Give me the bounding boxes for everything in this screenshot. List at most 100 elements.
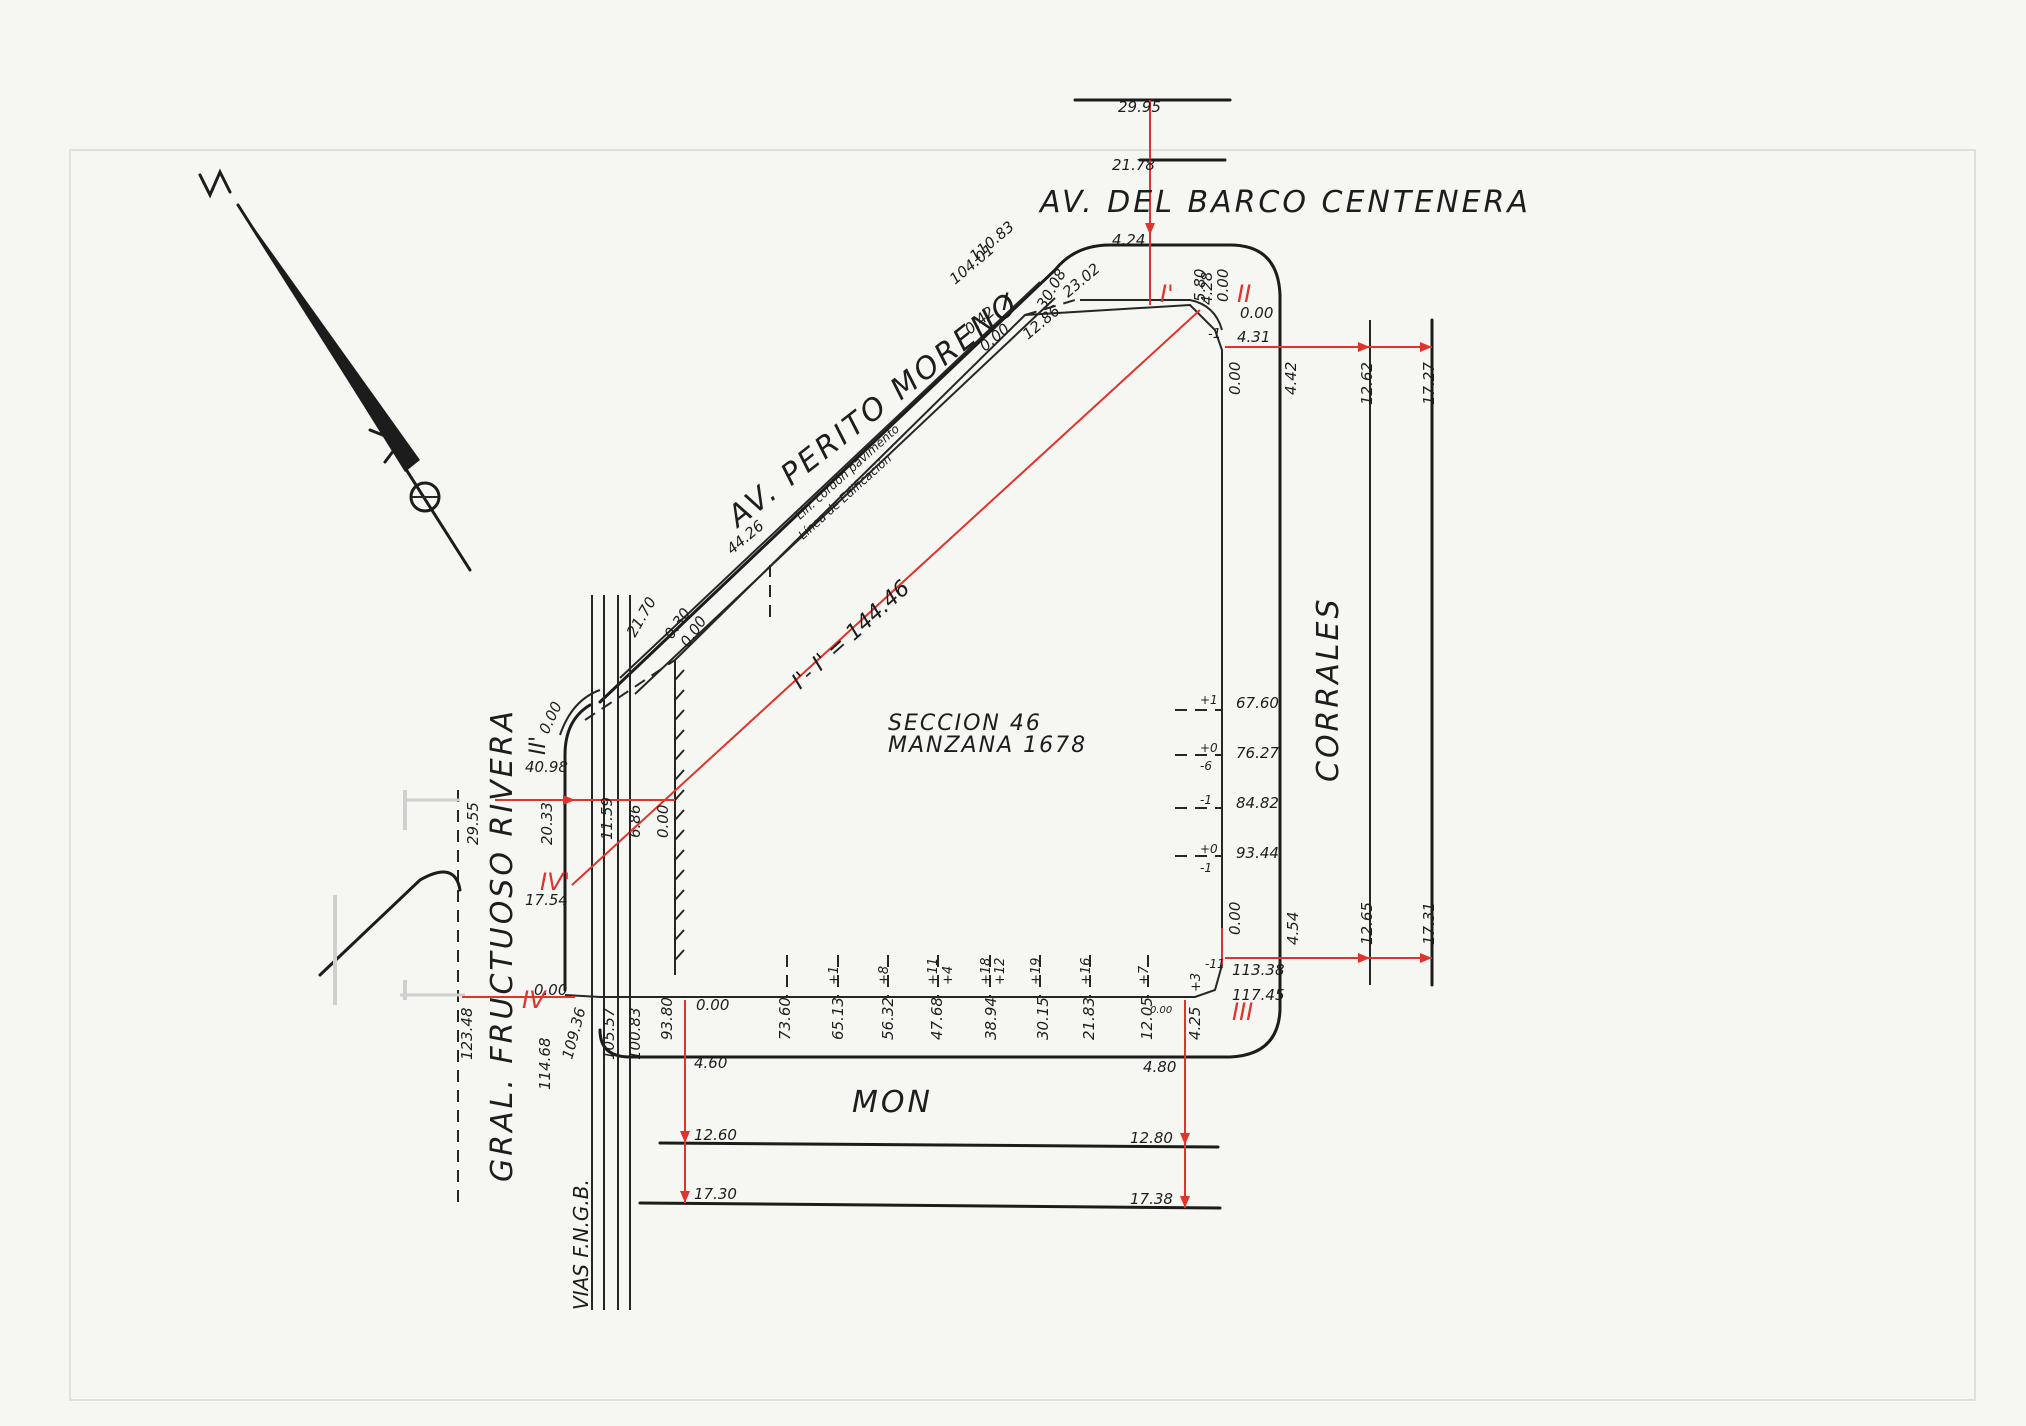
left-street-lines: [318, 790, 465, 1210]
tick-p8: +8: [877, 966, 892, 985]
dim-b-1260: 12.60: [694, 1126, 737, 1144]
tick-p18: +18: [979, 958, 994, 985]
tick-p7: +7: [1137, 965, 1152, 985]
north-arrow-icon: [198, 168, 472, 572]
dim-r-8482: 84.82: [1236, 794, 1279, 812]
dim-l-686: 6.86: [626, 805, 644, 838]
dim-l-2955: 29.55: [464, 802, 482, 845]
tick-p4: +4: [941, 966, 956, 985]
dim-b-425: 4.25: [1186, 1007, 1204, 1040]
dim-l-10557: 105.57: [600, 1007, 618, 1060]
tick-p1: +1: [827, 966, 842, 985]
dim-b-460: 4.60: [694, 1054, 727, 1072]
diagonal-measure-label: I'- I' = 144.46: [787, 576, 915, 695]
right-dims: 0.00 4.42 12.62 17.27 67.60 76.27 84.82 …: [1226, 362, 1438, 1004]
bottom-ticks: +1 +8 +11 +4 +18 +12 +19 +16 +7 +3 -1: [786, 327, 1221, 997]
point-label-iii: III: [1232, 998, 1253, 1026]
dim-l-2033: 20.33: [538, 802, 556, 845]
dim-top-2178: 21.78: [1112, 156, 1155, 174]
street-label-barco-centenera: AV. DEL BARCO CENTENERA: [1038, 185, 1531, 220]
tick-p16: +16: [1079, 958, 1094, 985]
tick-p19: +19: [1029, 958, 1044, 985]
dim-r-1731: 17.31: [1420, 902, 1438, 945]
dim-l-4098: 40.98: [525, 758, 568, 776]
dim-r-6760: 67.60: [1236, 694, 1279, 712]
dim-b-1738: 17.38: [1130, 1190, 1173, 1208]
dim-b-4768: 47.68: [928, 997, 946, 1040]
right-street-lines: [1369, 318, 1434, 987]
tick-p11: +11: [926, 958, 941, 985]
tick-r-m1: -1: [1200, 793, 1212, 807]
street-label-corrales: CORRALES: [1311, 597, 1346, 782]
dim-b-1730: 17.30: [694, 1185, 737, 1203]
dim-r-7627: 76.27: [1236, 744, 1279, 762]
dim-b-3894: 38.94: [982, 997, 1000, 1040]
dim-2170: 21.70: [623, 594, 660, 640]
railway-tracks: [591, 595, 631, 1310]
dim-b-3015: 30.15: [1034, 997, 1052, 1040]
tick-r-p0b: +0: [1200, 842, 1218, 856]
dim-b-6513: 65.13: [829, 997, 847, 1040]
dim-580: 5.80: [1191, 269, 1209, 302]
tick-m1: -1: [1208, 327, 1221, 342]
seccion-label: SECCION 46: [888, 711, 1042, 736]
dim-428: 4.28: [1198, 272, 1216, 305]
dim-top-424: 4.24: [1112, 231, 1145, 249]
street-label-mon: MON: [852, 1085, 933, 1120]
dim-l-11468: 114.68: [536, 1038, 554, 1091]
street-label-vias: VIAS F.N.G.B.: [569, 1179, 593, 1310]
dim-r-1727: 17.27: [1420, 362, 1438, 405]
point-label-i: I: [1002, 288, 1009, 316]
dim-b-2183: 21.83: [1080, 997, 1098, 1040]
dim-r-9344: 93.44: [1236, 844, 1279, 862]
street-label-fructuoso-rivera: GRAL. FRUCTUOSO RIVERA: [485, 708, 520, 1182]
dim-b-7360: 73.60: [776, 997, 794, 1040]
right-ticks: +1 +0 -6 -1 +0 -1 -11: [1175, 693, 1225, 971]
red-dimension-lines: [462, 100, 1432, 1208]
dim-top-2995: 29.95: [1118, 98, 1161, 116]
dim-l-1159: 11.59: [598, 797, 616, 840]
dim-b-1205: 12.05: [1138, 997, 1156, 1040]
dim-r-442: 4.42: [1282, 362, 1300, 395]
point-label-ii-prime: II': [526, 736, 551, 755]
tick-p3: +3: [1189, 973, 1204, 992]
dim-r-1262: 12.62: [1358, 362, 1376, 405]
paper-border: [69, 149, 1976, 1401]
dim-l-10083: 100.83: [626, 1008, 644, 1061]
dim-000-tr: 0.00: [1214, 269, 1232, 302]
dim-000-tr2: 0.00: [1240, 304, 1273, 322]
dim-l-000b: 0.00: [534, 981, 567, 999]
dim-l-12348: 123.48: [458, 1008, 476, 1061]
point-label-ii: II: [1237, 280, 1251, 308]
dim-r-000b: 0.00: [1226, 902, 1244, 935]
dim-l-1754: 17.54: [525, 891, 568, 909]
tick-m11: -11: [1205, 957, 1225, 971]
dim-r-1265: 12.65: [1358, 902, 1376, 945]
point-label-iv-prime: IV': [540, 868, 570, 896]
dim-r-000: 0.00: [1226, 362, 1244, 395]
dim-b-000c: 0.00: [1150, 1005, 1172, 1016]
tick-r-m6: -6: [1200, 759, 1212, 773]
dim-r-11745: 117.45: [1232, 986, 1285, 1004]
dim-b-1280: 12.80: [1130, 1129, 1173, 1147]
bottom-dims: 93.80 0.00 73.60 65.13 56.32 47.68 38.94…: [658, 996, 1204, 1208]
dim-r-11338: 113.38: [1232, 961, 1285, 979]
manzana-label: MANZANA 1678: [888, 733, 1087, 758]
dim-b-5632: 56.32: [879, 997, 897, 1040]
tick-r-p1: +1: [1200, 693, 1218, 707]
dim-431: 4.31: [1237, 328, 1270, 346]
point-label-i-prime: I': [1160, 280, 1174, 308]
bottom-street-lines: [638, 1141, 1222, 1210]
tick-p12: +12: [993, 958, 1008, 985]
dim-b-000: 0.00: [696, 996, 729, 1014]
dim-b-480: 4.80: [1143, 1058, 1176, 1076]
dim-l-10936: 109.36: [558, 1006, 589, 1061]
dim-r-454: 4.54: [1284, 912, 1302, 945]
dim-l-000c: 0.00: [654, 805, 672, 838]
corner-dims-top-right: 5.80 4.28 0.00 0.00 4.31: [1191, 269, 1273, 346]
dim-b-9380: 93.80: [658, 997, 676, 1040]
block-outline: [559, 243, 1282, 1059]
tick-r-m1b: -1: [1200, 861, 1212, 875]
